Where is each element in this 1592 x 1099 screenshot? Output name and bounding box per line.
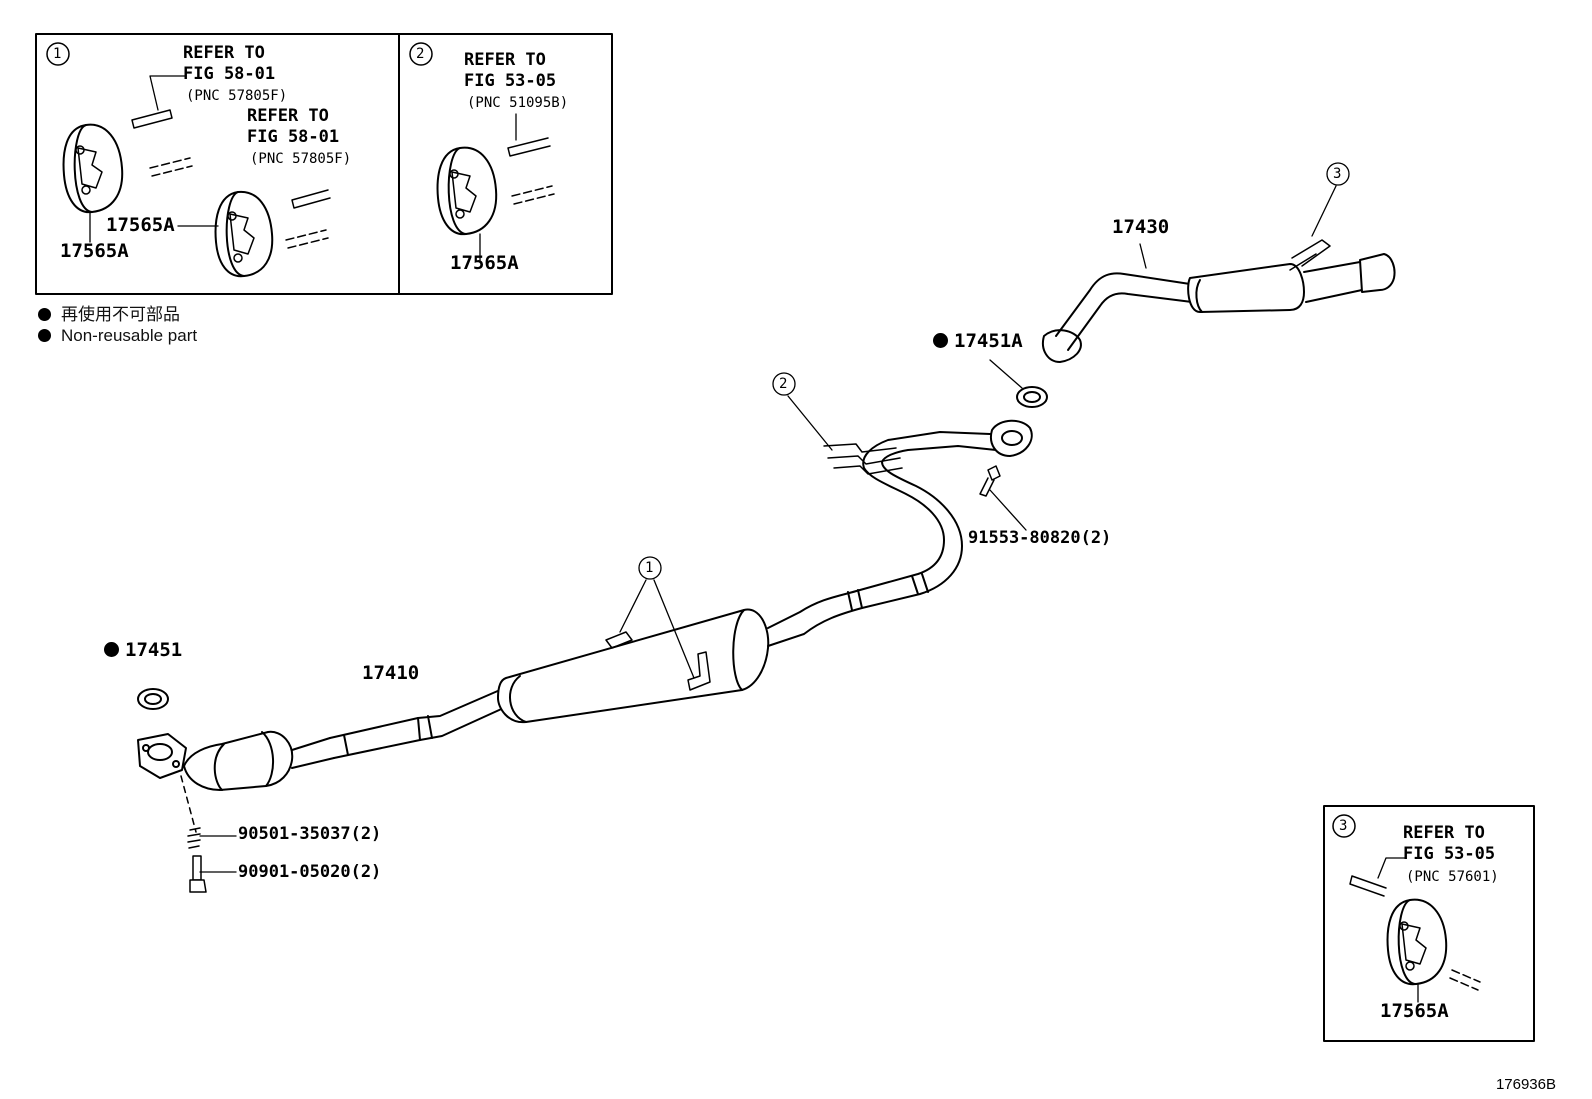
inset-2-leaders [479, 113, 517, 263]
inset-3-number: 3 [1339, 818, 1348, 834]
spring-90501 [187, 827, 237, 849]
legend-bullet-icon [38, 308, 51, 321]
inset-3-pins [1349, 875, 1481, 991]
inset-1-hanger-b [214, 190, 274, 278]
part-17410-label: 17410 [362, 662, 420, 684]
part-91553-label: 91553-80820(2) [968, 528, 1112, 548]
inset-2-pins [507, 137, 555, 205]
inset-3-leaders [1377, 857, 1419, 1003]
part-17451-text: 17451 [125, 639, 183, 661]
inset-1-number: 1 [53, 46, 62, 62]
inset-1-part-b: 17565A [106, 214, 175, 236]
inset-1-refer-b-line1: REFER TO [247, 106, 329, 126]
callout-1-number: 1 [645, 560, 654, 576]
inset-3-refer-line1: REFER TO [1403, 823, 1485, 843]
part-17430-label: 17430 [1112, 216, 1170, 238]
inset-1-pins [131, 109, 331, 249]
inset-1-refer-a-pnc: (PNC 57805F) [186, 88, 288, 104]
bolt-axis [180, 775, 197, 833]
part-17451a-text: 17451A [954, 330, 1023, 352]
bolt-91553 [979, 465, 1027, 531]
inset-1-refer-a-line2: FIG 58-01 [183, 64, 276, 84]
inset-1-part-a: 17565A [60, 240, 129, 262]
legend-english-text: Non-reusable part [61, 326, 198, 345]
gasket-17451a [989, 359, 1048, 408]
front-flange [137, 733, 187, 779]
gasket-17451 [137, 688, 169, 710]
tail-pipe-17430 [1042, 239, 1396, 363]
part-leaders [1139, 243, 1147, 269]
callout-2-number: 2 [779, 376, 788, 392]
inset-3-hanger [1386, 898, 1448, 986]
diagram-id: 176936B [1495, 1076, 1556, 1093]
inset-1-hanger-a [62, 123, 124, 214]
inset-1-leaders [89, 75, 219, 243]
pipe-17410 [329, 689, 509, 759]
inset-1-number-circle [46, 42, 70, 66]
inset-3-refer-line2: FIG 53-05 [1403, 844, 1496, 864]
inset-2-number: 2 [416, 46, 425, 62]
inset-2-refer-line1: REFER TO [464, 50, 546, 70]
center-pipe [767, 431, 997, 647]
main-muffler [497, 608, 770, 724]
inset-3-number-circle [1332, 814, 1356, 838]
legend-bullet-icon [38, 329, 51, 342]
callout-2-graphic [772, 372, 833, 451]
non-reusable-bullet-icon [104, 642, 119, 657]
inset-3-refer-pnc: (PNC 57601) [1406, 869, 1499, 885]
part-17451-label: 17451 [104, 641, 182, 660]
legend-english: Non-reusable part [38, 326, 197, 346]
inset-2-part: 17565A [450, 252, 519, 274]
inset-2-number-circle [409, 42, 433, 66]
inset-3-part: 17565A [1380, 1000, 1449, 1022]
callout-3-graphic [1311, 162, 1350, 237]
bolt-90901 [189, 855, 237, 893]
legend-japanese-text: 再使用不可部品 [61, 305, 180, 324]
legend-japanese: 再使用不可部品 [38, 300, 180, 325]
non-reusable-bullet-icon [933, 333, 948, 348]
inset-1-refer-a-line1: REFER TO [183, 43, 265, 63]
part-90901-label: 90901-05020(2) [238, 862, 382, 882]
inset-1-refer-b-pnc: (PNC 57805F) [250, 151, 352, 167]
inset-3-frame [1323, 805, 1535, 1042]
callout-3-number: 3 [1333, 166, 1342, 182]
callout-1-graphic [619, 556, 695, 679]
inset-2-refer-line2: FIG 53-05 [464, 71, 557, 91]
catalytic-converter [183, 730, 335, 791]
part-17451a-label: 17451A [933, 332, 1023, 351]
inset-2-refer-pnc: (PNC 51095B) [467, 95, 569, 111]
center-flange [990, 419, 1033, 457]
inset-2-frame [398, 33, 613, 295]
inset-1-refer-b-line2: FIG 58-01 [247, 127, 340, 147]
part-90501-label: 90501-35037(2) [238, 824, 382, 844]
inset-2-hanger [436, 146, 498, 236]
